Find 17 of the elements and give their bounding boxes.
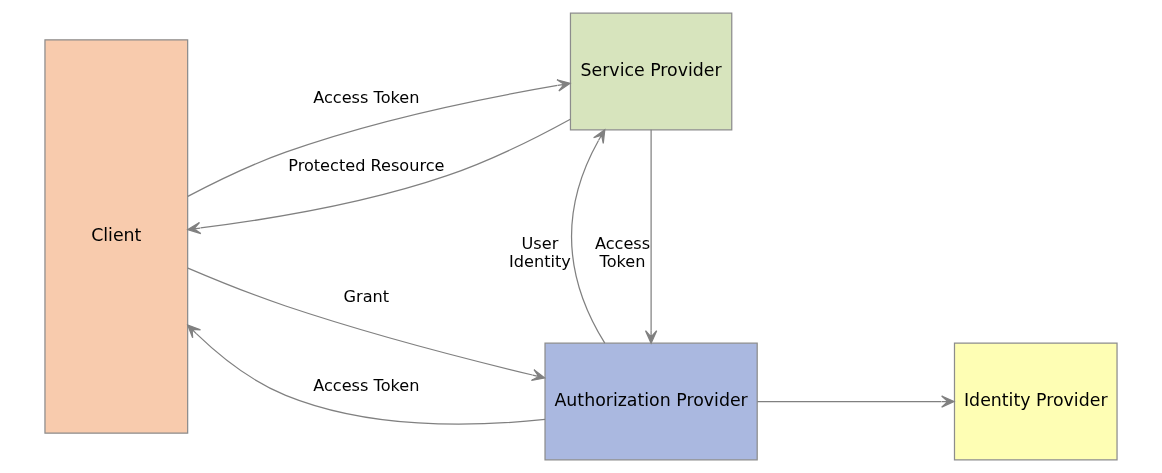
- node-box: Identity Provider: [953, 342, 1118, 461]
- edge-label: Access Token: [594, 234, 651, 271]
- arrow: [187, 118, 571, 235]
- arrow: [187, 324, 546, 425]
- edge-label: User Identity: [509, 234, 571, 271]
- arrow: [644, 129, 658, 344]
- edge-label: Protected Resource: [288, 156, 445, 176]
- arrow: [187, 79, 571, 197]
- arrow: [187, 267, 546, 382]
- node-box: Client: [44, 39, 189, 434]
- edge-label: Grant: [343, 286, 390, 306]
- edge-label: Access Token: [313, 375, 420, 395]
- edge-label: Access Token: [313, 87, 420, 107]
- arrow: [571, 129, 606, 344]
- node-box: Service Provider: [569, 12, 733, 131]
- node-box: Authorization Provider: [544, 342, 758, 461]
- arrow: [756, 395, 955, 408]
